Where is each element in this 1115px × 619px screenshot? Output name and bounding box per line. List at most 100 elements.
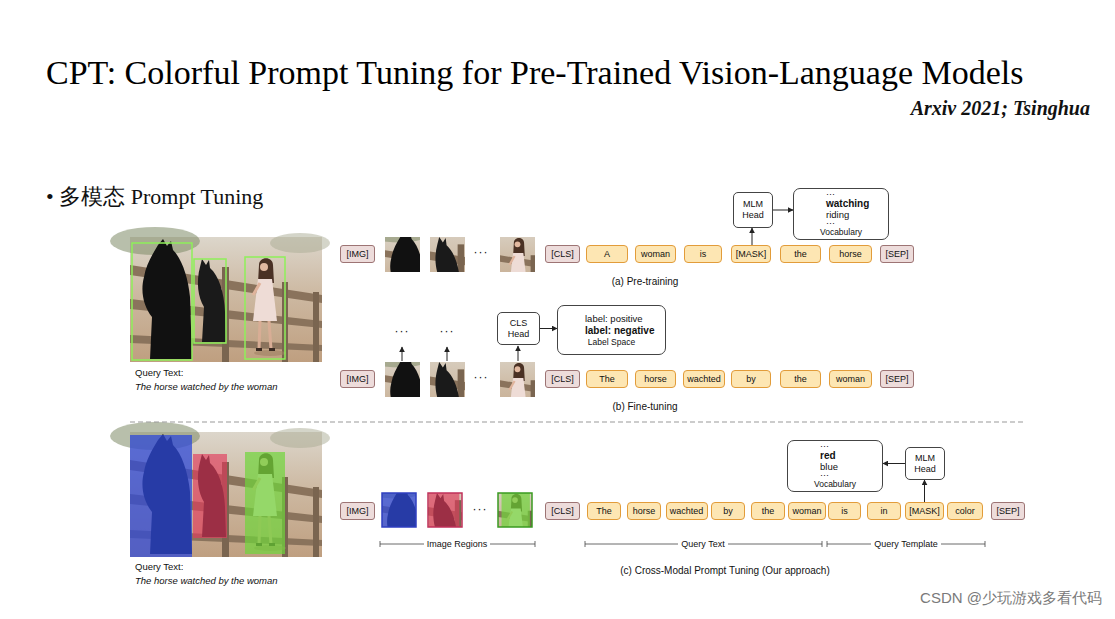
divider-line	[130, 422, 1025, 423]
label-slot: ···	[392, 324, 412, 338]
token-box: is	[684, 245, 722, 263]
token-text: [CLS]	[551, 249, 574, 259]
label-slot: ···	[437, 324, 457, 338]
token-text: horse	[644, 374, 667, 384]
ellipsis: ···	[440, 324, 455, 338]
token-box: by	[711, 502, 745, 520]
token-text: is	[700, 249, 707, 259]
label-slot: (a) Pre-training	[580, 275, 710, 288]
ellipsis: ···	[474, 245, 489, 259]
venue-text: Arxiv 2021; Tsinghua	[911, 97, 1090, 119]
ellipsis: ···	[820, 472, 878, 479]
head-label: CLS Head	[500, 318, 537, 340]
label-slot: ···	[470, 245, 492, 259]
photo-top	[245, 257, 285, 359]
region-crops	[428, 493, 462, 527]
token-box: The	[586, 370, 628, 388]
label-slot: Image Regions	[407, 538, 507, 550]
token-text: The	[599, 374, 615, 384]
token-box: by	[731, 370, 771, 388]
special-token-box: [SEP]	[991, 502, 1025, 520]
arrow-connector	[540, 328, 557, 329]
token-text: the	[794, 374, 807, 384]
token-box: the	[751, 502, 785, 520]
ellipsis: ···	[473, 502, 488, 516]
token-box: [MASK]	[905, 502, 944, 520]
token-box: color	[947, 502, 983, 520]
box-caption: Label Space	[562, 337, 661, 347]
query-text: The horse watched by the woman	[135, 575, 278, 586]
span-label: Query Template	[871, 539, 940, 549]
photo-bottom	[110, 422, 330, 557]
token-text: by	[746, 374, 756, 384]
query-label: Query Text:	[135, 561, 183, 572]
region-crops	[406, 472, 562, 568]
token-text: [SEP]	[996, 506, 1019, 516]
label-slot: (c) Cross-Modal Prompt Tuning (Our appro…	[560, 564, 890, 577]
subfigure-caption: (c) Cross-Modal Prompt Tuning (Our appro…	[620, 565, 830, 576]
token-text: the	[762, 506, 775, 516]
output-arrows	[518, 346, 519, 361]
photo-top	[110, 227, 330, 362]
score-icons	[562, 197, 816, 483]
ellipsis: ···	[395, 324, 410, 338]
token-text: woman	[641, 249, 670, 259]
special-token-box: [IMG]	[340, 502, 375, 520]
region-crops	[406, 472, 562, 568]
query-label: Query Text:	[135, 367, 183, 378]
label-space-box: label: positivelabel: negativeLabel Spac…	[557, 305, 666, 355]
ellipsis: ···	[474, 370, 489, 384]
photo-top	[110, 227, 330, 362]
token-text: wachted	[670, 506, 704, 516]
arrow-connector	[752, 228, 753, 245]
prediction: label: positive	[585, 313, 661, 325]
token-box: A	[586, 245, 628, 263]
token-text: [CLS]	[551, 506, 574, 516]
special-token-box: [SEP]	[880, 245, 914, 263]
photo-top	[132, 243, 192, 360]
token-text: woman	[792, 506, 821, 516]
top-prediction: watching	[826, 198, 884, 209]
label-slot: • 多模态 Prompt Tuning	[46, 183, 263, 211]
subfigure-caption: (b) Fine-tuning	[612, 401, 677, 412]
label-slot: The horse watched by the woman	[135, 575, 278, 587]
token-text: is	[841, 506, 848, 516]
label-slot: ···	[470, 370, 492, 384]
label-slot: Query Template	[856, 538, 956, 550]
label-slot: Arxiv 2021; Tsinghua	[690, 96, 1090, 120]
token-box: the	[780, 370, 821, 388]
special-token-box: [SEP]	[880, 370, 914, 388]
photo-top	[132, 243, 285, 360]
token-box: [MASK]	[731, 245, 771, 263]
label-slot: The horse watched by the woman	[135, 381, 278, 393]
arrow-connector	[773, 210, 793, 211]
token-box: horse	[829, 245, 872, 263]
token-box: woman	[829, 370, 872, 388]
ellipsis: ···	[820, 443, 878, 450]
top-prediction: label: negative	[585, 325, 661, 337]
special-token-box: [IMG]	[340, 245, 375, 263]
token-box: horse	[635, 370, 676, 388]
ellipsis: ···	[826, 191, 884, 198]
token-box: woman	[635, 245, 676, 263]
subfigure-caption: (a) Pre-training	[612, 276, 679, 287]
span-label: Query Text	[678, 539, 727, 549]
output-arrows	[402, 347, 403, 361]
token-text: [MASK]	[736, 249, 767, 259]
label-slot: ···	[469, 502, 491, 516]
arrow-connector	[883, 463, 905, 464]
token-text: [SEP]	[885, 249, 908, 259]
token-text: [IMG]	[347, 374, 369, 384]
vocabulary-box: ···redblue···Vocabulary	[787, 440, 883, 492]
token-text: by	[723, 506, 733, 516]
token-box: The	[587, 502, 621, 520]
output-arrows	[402, 346, 518, 361]
label-slot: Query Text	[653, 538, 753, 550]
label-slot: Query Text:	[135, 561, 183, 573]
token-text: woman	[836, 374, 865, 384]
special-token-box: [IMG]	[340, 370, 375, 388]
vocabulary-box: ···watchingriding···Vocabulary	[793, 188, 889, 240]
token-box: the	[780, 245, 821, 263]
label-slot: Query Text:	[135, 367, 183, 379]
top-prediction: red	[820, 450, 878, 461]
